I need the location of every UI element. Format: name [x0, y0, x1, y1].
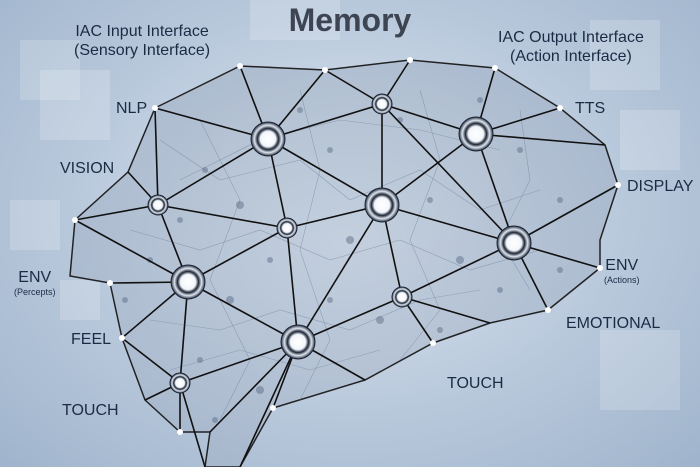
feel-label: FEEL	[71, 331, 112, 348]
env-percepts-title: ENV	[18, 269, 52, 286]
diagram-title: Memory	[288, 2, 412, 38]
decor-square	[250, 0, 340, 40]
emotional-label: EMOTIONAL	[566, 315, 661, 332]
node	[276, 217, 298, 239]
node	[458, 116, 494, 152]
node	[371, 93, 393, 115]
iac-input-label: IAC Input Interface (Sensory Interface)	[74, 22, 210, 60]
node	[170, 264, 206, 300]
env-actions-title: ENV	[605, 257, 639, 274]
node	[280, 324, 316, 360]
network-nodes	[147, 93, 532, 394]
decor-square	[40, 70, 110, 140]
background-web	[129, 89, 541, 421]
env-actions-label: ENV (Actions)	[604, 256, 640, 285]
touch-left-label: TOUCH	[62, 402, 119, 419]
env-actions-subtitle: (Actions)	[604, 275, 640, 285]
iac-output-label: IAC Output Interface (Action Interface)	[498, 28, 644, 66]
brain-outline	[69, 59, 619, 467]
decor-square	[600, 330, 680, 410]
node	[250, 121, 286, 157]
node	[391, 286, 413, 308]
env-percepts-label: ENV (Percepts)	[14, 268, 56, 297]
iac-output-title: IAC Output Interface	[498, 29, 644, 46]
display-label: DISPLAY	[627, 178, 694, 195]
iac-input-title: IAC Input Interface	[75, 23, 209, 40]
nlp-label: NLP	[116, 100, 148, 117]
decor-square	[620, 110, 680, 170]
iac-output-subtitle: (Action Interface)	[510, 48, 632, 65]
node	[169, 372, 191, 394]
node	[496, 225, 532, 261]
background-dots	[122, 97, 563, 423]
decor-square	[60, 280, 100, 320]
touch-right-label: TOUCH	[447, 375, 504, 392]
decor-square	[10, 200, 60, 250]
decor-square	[20, 40, 80, 100]
node	[364, 187, 400, 223]
decor-square	[590, 20, 660, 90]
outline-points	[72, 57, 621, 435]
node	[147, 194, 169, 216]
iac-input-subtitle: (Sensory Interface)	[74, 42, 211, 59]
tts-label: TTS	[575, 100, 606, 117]
env-percepts-subtitle: (Percepts)	[14, 287, 56, 297]
vision-label: VISION	[60, 160, 115, 177]
